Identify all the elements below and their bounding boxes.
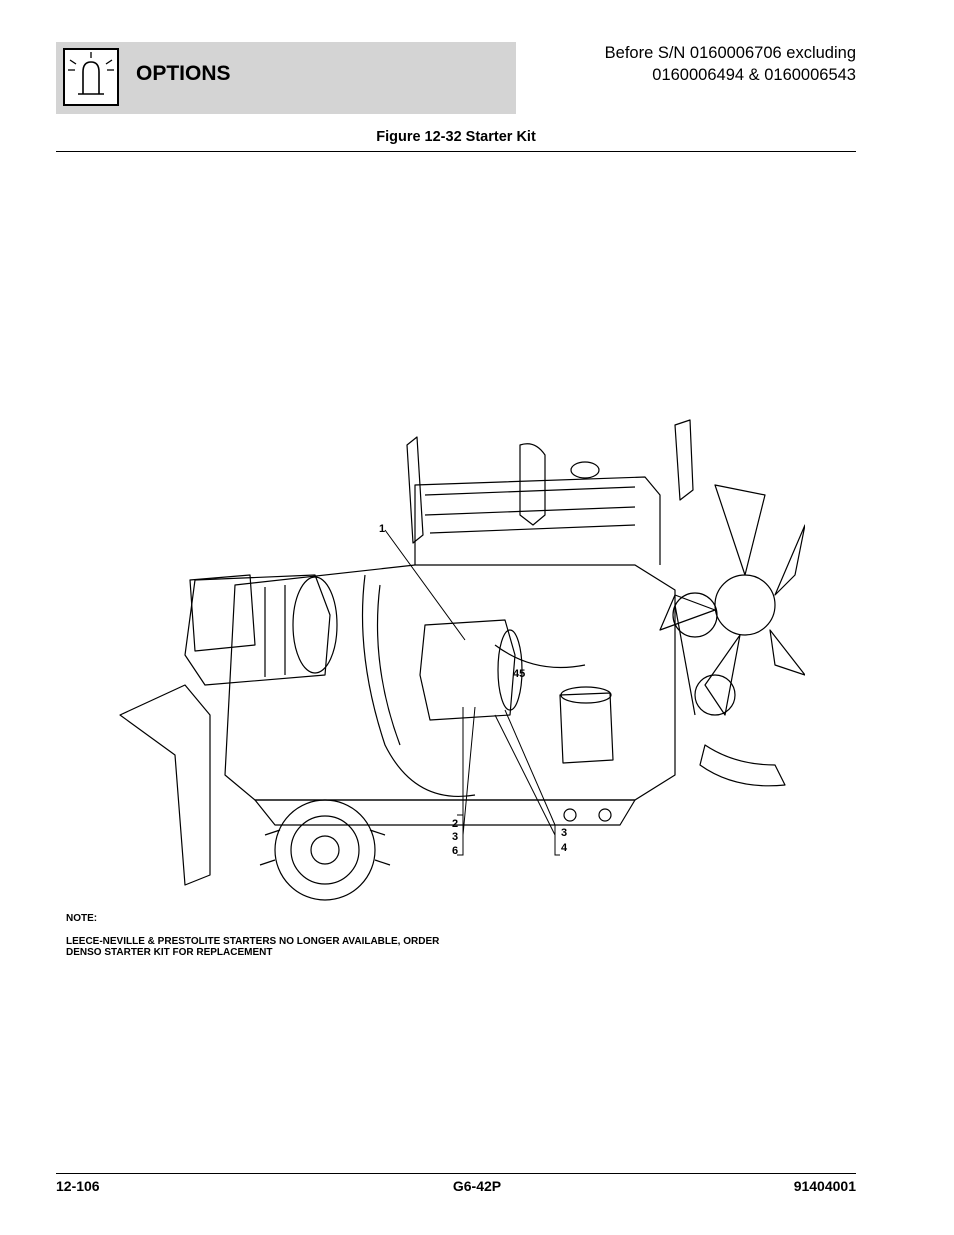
serial-line-1: Before S/N 0160006706 excluding bbox=[604, 44, 856, 62]
callout-3b: 3 bbox=[561, 827, 567, 839]
note-text: LEECE-NEVILLE & PRESTOLITE STARTERS NO L… bbox=[66, 936, 439, 958]
serial-range: Before S/N 0160006706 excluding 01600064… bbox=[605, 42, 856, 86]
note-label: NOTE: bbox=[66, 913, 98, 924]
section-header-band bbox=[56, 42, 516, 114]
warning-beacon-icon bbox=[63, 48, 119, 106]
serial-line-2: 0160006494 & 0160006543 bbox=[652, 66, 856, 84]
engine-starter-kit-illustration: 1 2 3 6 3 4 45 bbox=[119, 419, 805, 901]
engine-stamp: 45 bbox=[513, 668, 525, 680]
callout-1: 1 bbox=[379, 523, 385, 535]
callout-3a: 3 bbox=[452, 831, 458, 843]
page-number: 12-106 bbox=[56, 1178, 100, 1194]
note-line-1: LEECE-NEVILLE & PRESTOLITE STARTERS NO L… bbox=[66, 936, 440, 947]
callout-2: 2 bbox=[452, 818, 458, 830]
footer-divider bbox=[56, 1173, 856, 1174]
section-title: OPTIONS bbox=[136, 62, 231, 85]
figure-title: Figure 12-32 Starter Kit bbox=[376, 129, 536, 145]
callout-6: 6 bbox=[452, 845, 458, 857]
model-number: G6-42P bbox=[452, 1178, 502, 1194]
note-line-2: DENSO STARTER KIT FOR REPLACEMENT bbox=[66, 947, 273, 958]
document-number: 91404001 bbox=[793, 1178, 856, 1194]
header-divider bbox=[56, 151, 856, 152]
callout-4: 4 bbox=[561, 842, 568, 854]
